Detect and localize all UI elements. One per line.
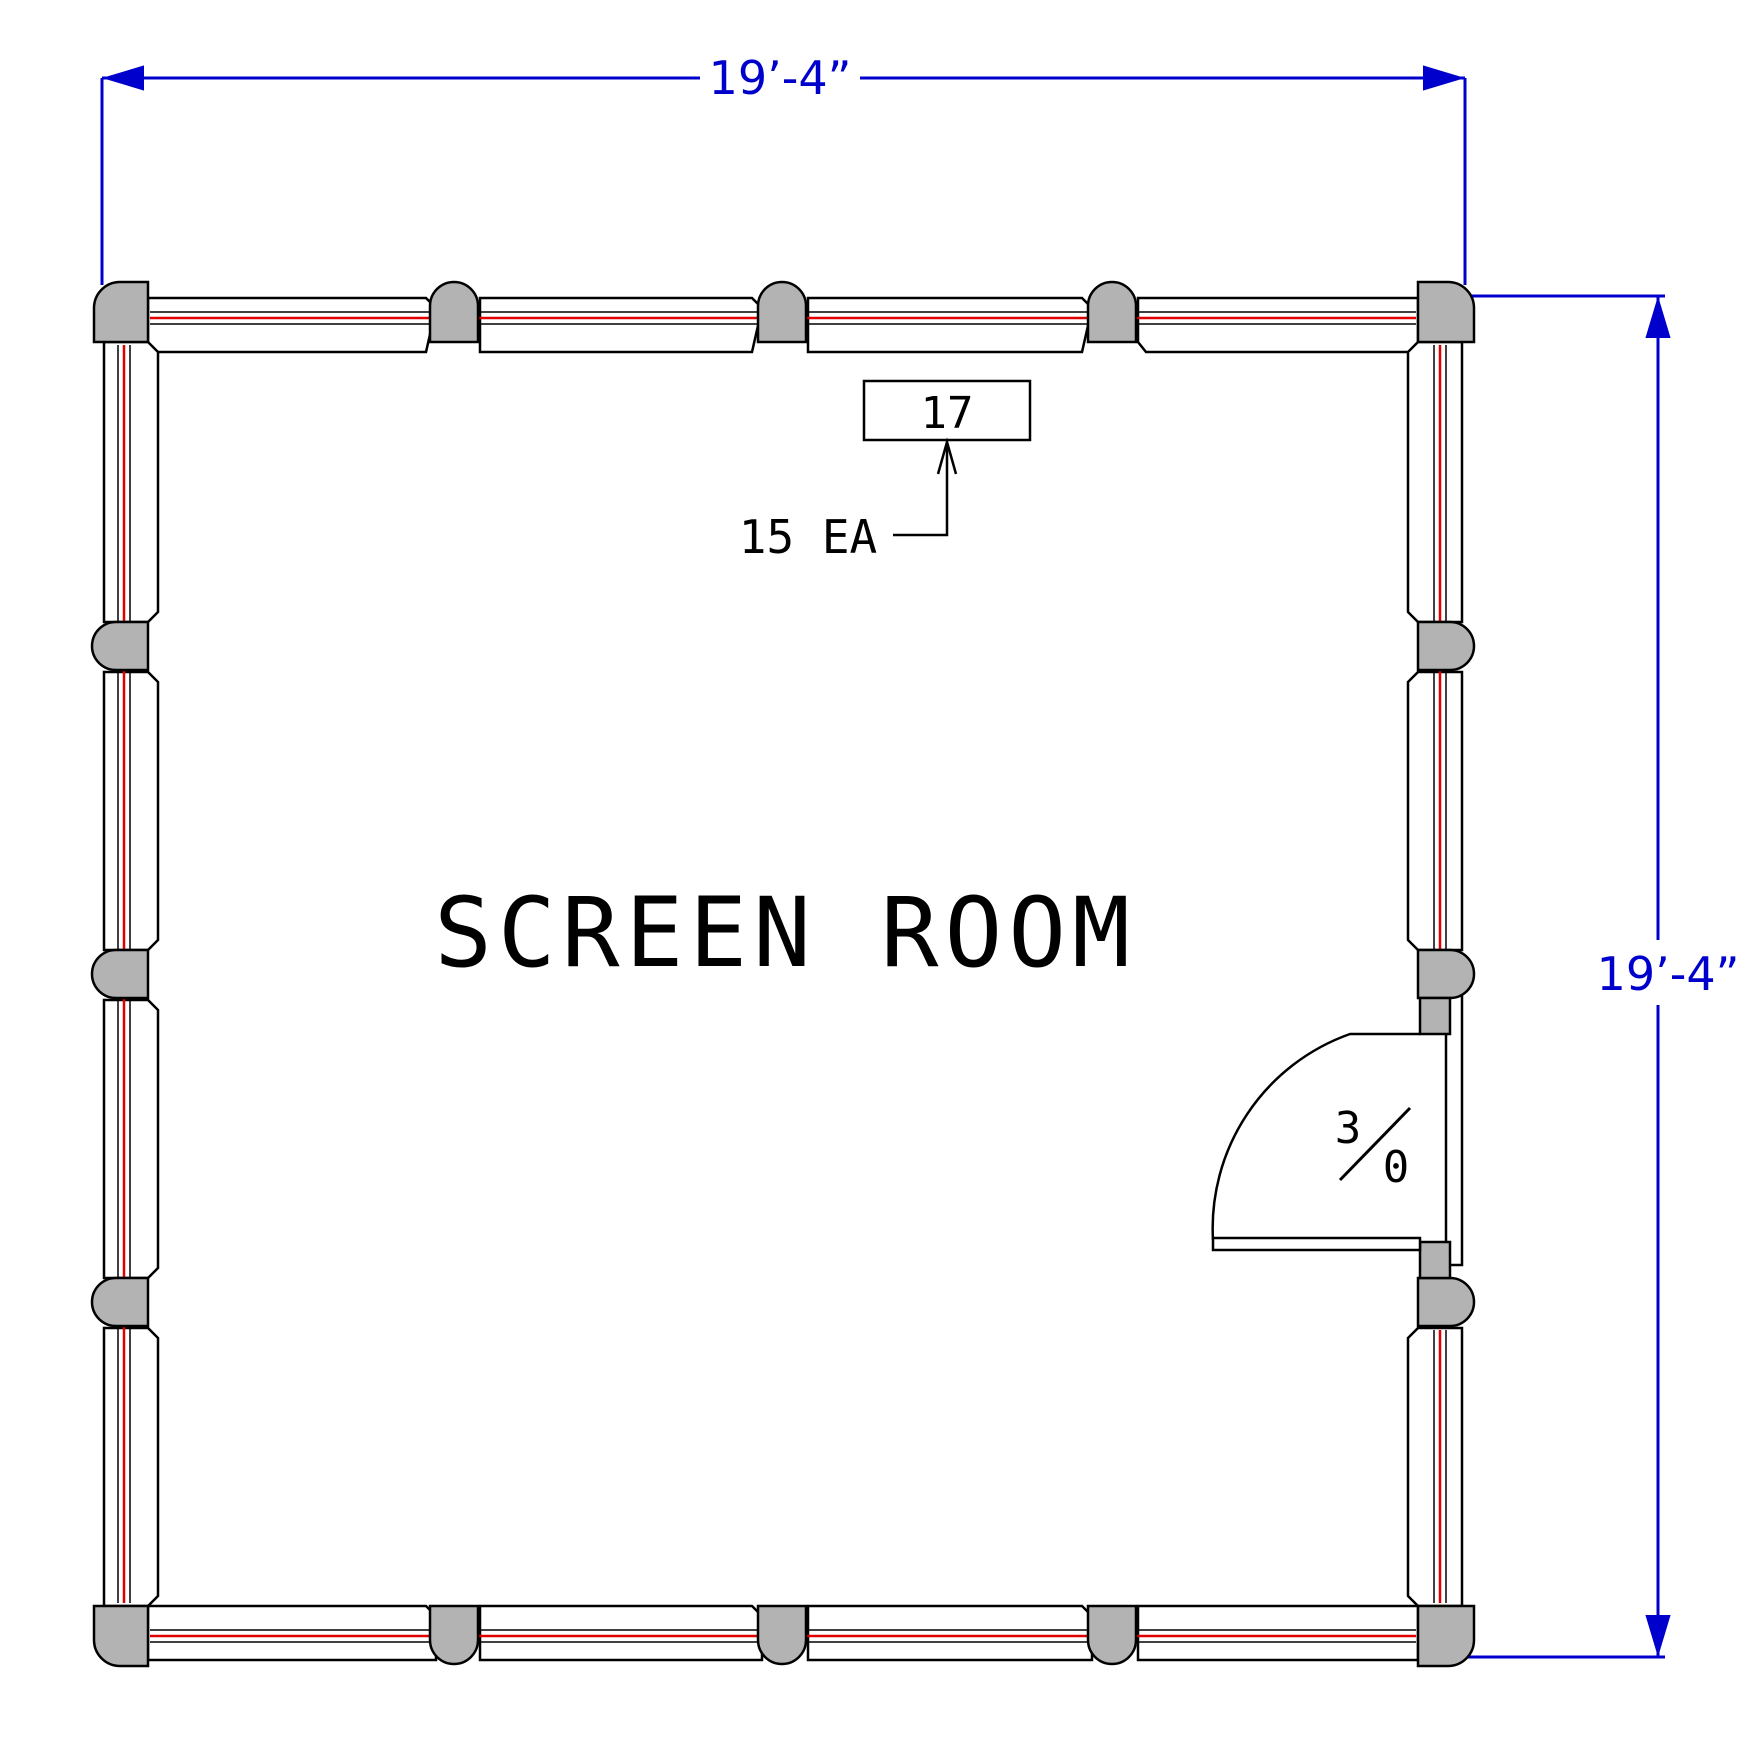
door-jamb-top [1418, 996, 1452, 1036]
dimension-top: 19’-4” [100, 51, 1467, 285]
window-tag: 17 [862, 379, 1032, 442]
door-swing: 3 0 [1211, 1032, 1422, 1252]
post-top-3 [1086, 280, 1138, 344]
room-label: SCREEN ROOM [434, 877, 1136, 989]
post-corner-top-right [1416, 280, 1476, 344]
post-top-2 [756, 280, 808, 344]
top-wall [146, 296, 1420, 354]
posts [90, 280, 1476, 1668]
door-jamb-bottom [1418, 1240, 1452, 1280]
window-tag-label: 17 [921, 388, 974, 439]
post-top-1 [428, 280, 480, 344]
post-corner-top-left [92, 280, 150, 344]
callout-note: 15 EA [739, 510, 877, 564]
walls [102, 296, 1464, 1662]
right-wall [1406, 340, 1464, 1608]
post-right-1 [1416, 620, 1476, 672]
door-size-denominator: 0 [1383, 1142, 1410, 1193]
post-right-2 [1416, 948, 1476, 1000]
dimension-right: 19’-4” [1465, 294, 1740, 1659]
bottom-wall [146, 1604, 1420, 1662]
post-left-1 [90, 620, 150, 672]
post-left-2 [90, 948, 150, 1000]
post-right-3 [1416, 1276, 1476, 1328]
post-bottom-2 [756, 1604, 808, 1666]
post-left-3 [90, 1276, 150, 1328]
dimension-right-label: 19’-4” [1597, 947, 1740, 1001]
door-size-numerator: 3 [1335, 1103, 1362, 1154]
post-bottom-3 [1086, 1604, 1138, 1666]
callout-leader: 15 EA [739, 437, 958, 564]
post-bottom-1 [428, 1604, 480, 1666]
left-wall [102, 340, 160, 1608]
post-corner-bottom-right [1416, 1604, 1476, 1668]
post-corner-bottom-left [92, 1604, 150, 1668]
dimension-top-label: 19’-4” [709, 51, 852, 105]
